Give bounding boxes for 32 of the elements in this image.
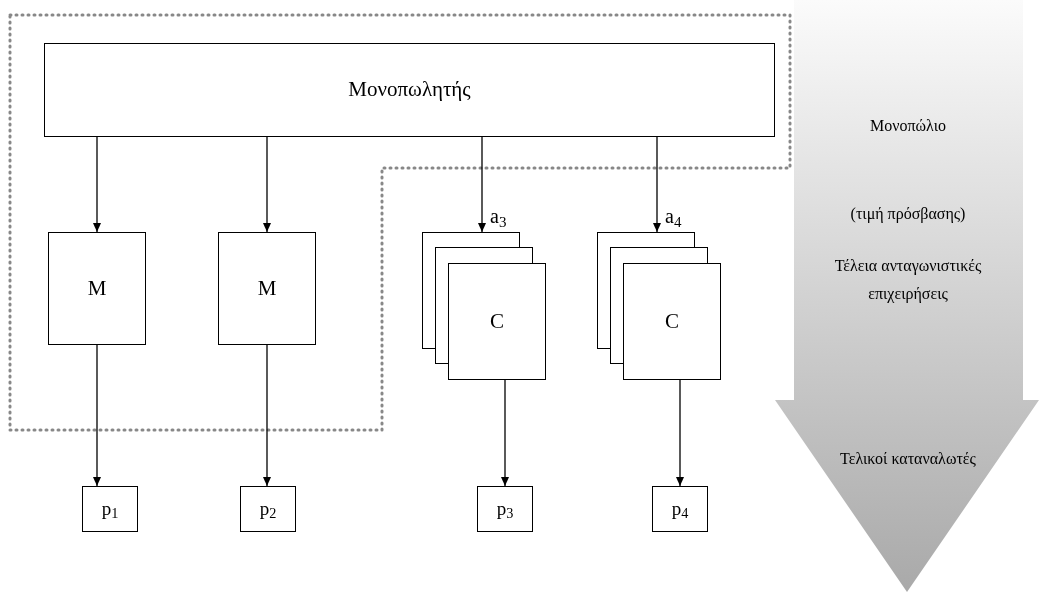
arrow [478, 136, 486, 233]
arrow [653, 136, 661, 233]
stacked-boxes [597, 232, 721, 380]
box-label: C [490, 307, 504, 335]
arrow [676, 379, 684, 487]
stacked-boxes [422, 232, 546, 380]
box [218, 232, 316, 345]
stage-label: Μονοπώλιο [869, 116, 947, 136]
arrow [263, 344, 271, 487]
box-label: p$_{4}$ [671, 496, 689, 524]
edge-label: a$_{3}$ [490, 206, 507, 226]
box-label: M [87, 274, 107, 302]
arrow [263, 136, 271, 233]
arrow [93, 136, 101, 233]
box [477, 486, 533, 532]
edge-label: a$_{4}$ [665, 206, 682, 226]
process-box [44, 43, 775, 137]
box-label: p$_{1}$ [101, 496, 119, 524]
box-label: Μονοπωλητής [348, 76, 471, 104]
stage-label: Τέλεια ανταγωνιστικές επιχειρήσεις [833, 256, 983, 305]
box-label: M [257, 274, 277, 302]
box-label: C [665, 307, 679, 335]
box [82, 486, 138, 532]
stage-label: (τιμή πρόσβασης) [849, 204, 967, 225]
box-label: p$_{2}$ [259, 496, 277, 524]
arrow [93, 344, 101, 487]
box-label: p$_{3}$ [496, 496, 514, 524]
arrow [501, 379, 509, 487]
box [652, 486, 708, 532]
box [240, 486, 296, 532]
stage-label: Τελικοί καταναλωτές [839, 449, 977, 469]
box [48, 232, 146, 345]
